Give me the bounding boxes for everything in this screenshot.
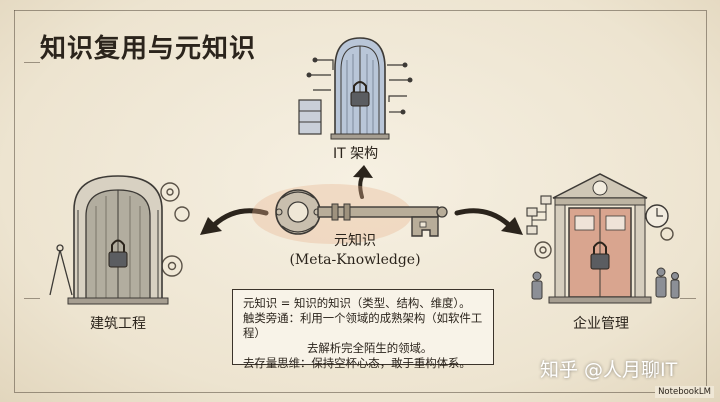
node-label-it-architecture: IT 架构 [333, 143, 378, 163]
node-label-enterprise-management: 企业管理 [573, 313, 629, 333]
page-title: 知识复用与元知识 [40, 28, 256, 65]
frame-mark [24, 298, 40, 299]
description-box: 元知识 = 知识的知识（类型、结构、维度）。 触类旁通：利用一个领域的成熟架构（… [232, 289, 494, 365]
key-english-name: (Meta-Knowledge) [270, 251, 440, 270]
description-line: 元知识 = 知识的知识（类型、结构、维度）。 [243, 296, 483, 311]
node-label-construction: 建筑工程 [90, 313, 146, 333]
enterprise-management-door-icon [525, 168, 685, 308]
description-line: 去存量思维：保持空杯心态，敢于重构体系。 [243, 356, 483, 371]
it-architecture-door-icon [295, 30, 425, 142]
frame-right [706, 10, 707, 392]
arrow-right-icon [455, 201, 527, 243]
notebooklm-brand: NotebookLM [655, 386, 714, 398]
description-line: 触类旁通：利用一个领域的成熟架构（如软件工程） [243, 311, 483, 341]
description-line: 去解析完全陌生的领域。 [243, 341, 483, 356]
watermark: 知乎 @人月聊IT [540, 355, 677, 382]
frame-top [14, 10, 706, 11]
frame-left [14, 10, 15, 392]
frame-bottom [14, 392, 706, 393]
frame-mark [24, 62, 40, 63]
key-name: 元知识 [270, 232, 440, 251]
construction-door-icon [40, 170, 190, 305]
key-label: 元知识 (Meta-Knowledge) [270, 232, 440, 270]
